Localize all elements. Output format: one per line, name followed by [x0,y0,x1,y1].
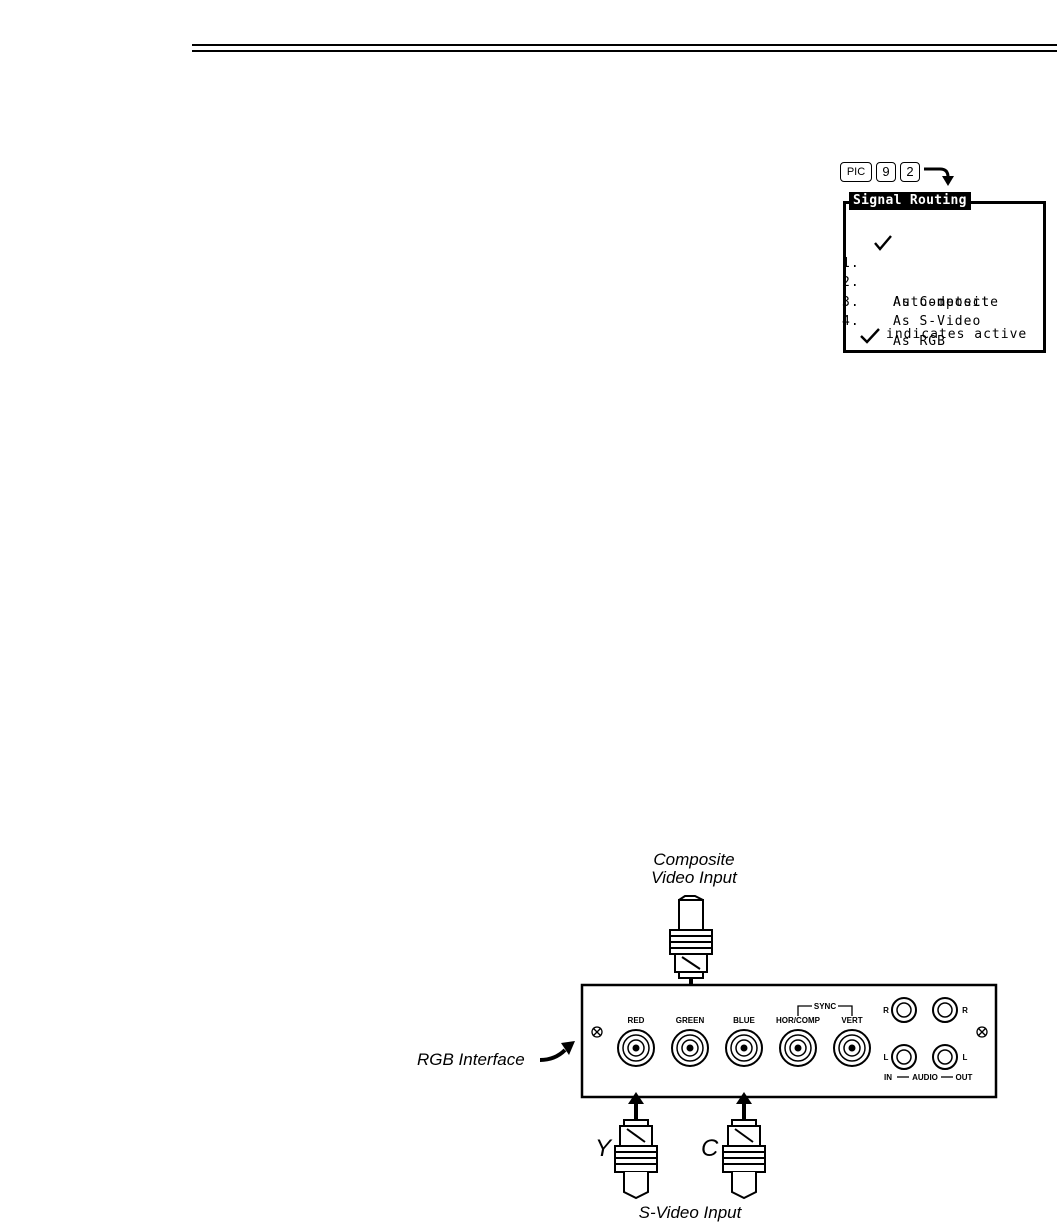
bnc-jack-green [671,1029,709,1067]
composite-caption-line1: Composite [653,850,734,869]
menu-item-label: Auto-detect [893,294,991,310]
signal-routing-menu: Signal Routing 1. Auto-detect 2. As Comp… [842,192,1046,353]
port-label-red: RED [628,1016,645,1025]
key-9: 9 [876,162,896,182]
panel-screw-left [591,1026,603,1038]
menu-item-number: 2. [842,275,860,290]
svideo-caption: S-Video Input [639,1203,743,1222]
audio-in-right-jack [891,997,917,1023]
menu-legend-text: indicates active [886,327,1028,342]
menu-item-number: 1. [842,255,860,271]
audio-l-label-out: L [963,1053,968,1062]
audio-l-label-in: L [884,1053,889,1062]
top-rule-lower [192,50,1057,52]
composite-caption-line2: Video Input [651,868,738,887]
port-label-blue: BLUE [733,1016,755,1025]
menu-item-as-s-video[interactable]: 3. As S-Video [842,273,980,330]
port-label-hor-comp: HOR/COMP [776,1016,821,1025]
audio-out-label: OUT [956,1073,973,1082]
composite-bnc-plug [669,895,713,979]
key-pic: PIC [840,162,872,182]
audio-out-left-jack [932,1044,958,1070]
sync-bracket [797,1005,853,1016]
y-bnc-plug [614,1119,658,1200]
checkmark-icon [860,328,880,344]
c-bnc-plug [722,1119,766,1200]
top-rule-upper [192,44,1057,46]
rgb-caption-arrow-icon [539,1048,567,1062]
checkmark-icon [874,235,892,251]
menu-item-label: As S-Video [893,314,982,329]
menu-list: 1. Auto-detect 2. As Composite 3. As S-V… [842,234,998,349]
audio-label: AUDIO [912,1073,938,1082]
menu-item-number: 3. [842,294,860,310]
audio-r-label-in: R [883,1006,889,1015]
menu-item-number: 4. [842,314,860,329]
menu-item-label: As RGB [893,333,946,349]
bnc-jack-red [617,1029,655,1067]
bnc-jack-vert [833,1029,871,1067]
menu-title: Signal Routing [849,192,971,210]
c-arrowhead-icon [736,1092,752,1104]
bnc-jack-hor-comp [779,1029,817,1067]
menu-item-auto-detect[interactable]: 1. Auto-detect [842,234,989,310]
rgb-caption-arrowhead-icon [561,1041,575,1055]
audio-in-label: IN [884,1073,892,1082]
y-arrowhead-icon [628,1092,644,1104]
menu-item-as-composite[interactable]: 2. As Composite [842,254,998,310]
rgb-interface-diagram: Composite Video Input RED GREEN BLUE HOR… [417,850,998,1222]
key-2: 2 [900,162,920,182]
panel-screw-right [976,1026,988,1038]
audio-in-left-jack [891,1044,917,1070]
bnc-jack-blue [725,1029,763,1067]
port-label-green: GREEN [676,1016,705,1025]
audio-out-right-jack [932,997,958,1023]
menu-item-label: As Composite [893,294,999,310]
sync-label: SYNC [814,1002,836,1011]
rgb-interface-caption: RGB Interface [417,1050,525,1069]
audio-r-label-out: R [962,1006,968,1015]
curved-arrow-icon [924,167,954,186]
menu-item-as-rgb[interactable]: 4. As RGB [842,293,945,349]
port-label-vert: VERT [841,1016,862,1025]
c-label: C [701,1135,719,1162]
y-label: Y [595,1135,613,1162]
